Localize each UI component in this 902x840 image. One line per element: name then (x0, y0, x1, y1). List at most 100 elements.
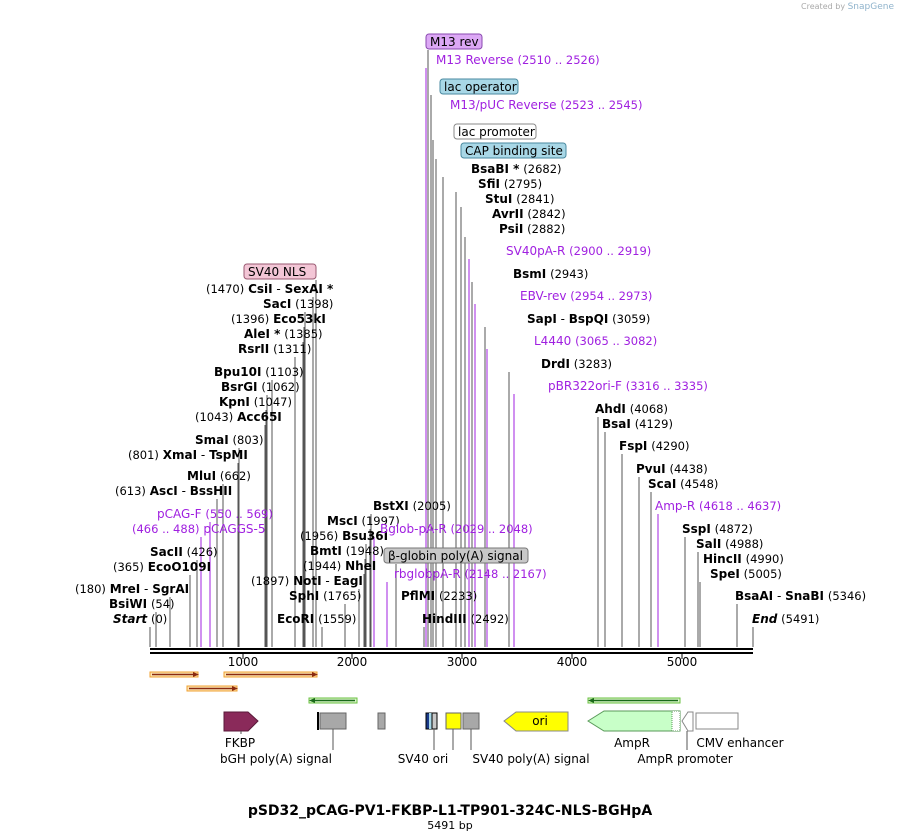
primer-arrow-1 (149, 671, 199, 678)
enzyme-site-label: SphI (1765) (289, 589, 361, 603)
enzyme-site-label: HindIII (2492) (422, 612, 509, 626)
enzyme-site-label: BsaI (4129) (602, 417, 673, 431)
enzyme-site-label: BsaAI - SnaBI (5346) (735, 589, 866, 603)
primer-arrow-2 (186, 685, 238, 692)
enzyme-site-label: BsmI (2943) (513, 267, 588, 281)
enzyme-site-label: AhdI (4068) (595, 402, 668, 416)
bgh-polya-feature (319, 712, 347, 730)
primer-site-label: pCAG-F (550 .. 569) (157, 507, 273, 521)
enzyme-site-label: PvuI (4438) (636, 462, 708, 476)
enzyme-site-label: BsiWI (54) (109, 597, 175, 611)
enzyme-site-label: PflMI (2233) (401, 589, 477, 603)
primer-site-label: Bglob-pA-R (2029 .. 2048) (380, 522, 533, 536)
boxed-feature-label: lac promoter (458, 125, 535, 139)
axis-tick-label: 2000 (337, 655, 368, 669)
boxed-feature-label: SV40 NLS (248, 265, 306, 279)
enzyme-site-label: (180) MreI - SgrAI (75, 582, 189, 596)
primer-arrow-4 (308, 697, 358, 704)
axis-tick-label: 4000 (557, 655, 588, 669)
primer-site-label: pBR322ori-F (3316 .. 3335) (548, 379, 708, 393)
enzyme-site-label: (1396) Eco53kI (231, 312, 326, 326)
enzyme-site-label: BstXI (2005) (373, 499, 451, 513)
enzyme-site-label: BmtI (1948) (310, 544, 384, 558)
boxed-feature-label: β-globin poly(A) signal (388, 549, 523, 563)
enzyme-site-label: (1956) Bsu36I (300, 529, 388, 543)
primer-arrow-5 (587, 697, 681, 704)
primer-site-label: EBV-rev (2954 .. 2973) (520, 289, 652, 303)
snapgene-logo: SnapGene (847, 2, 894, 12)
boxed-feature-label: lac operator (444, 80, 517, 94)
primer-arrows (149, 671, 681, 704)
small-gray-feature (377, 712, 386, 730)
boxed-label-bg (383, 547, 529, 564)
boxed-label-bg (439, 78, 519, 95)
snapgene-credit: Created by SnapGene (801, 2, 894, 12)
feature-boxed-labels: SV40 NLS M13 rev lac operator lac promoterC… (243, 33, 567, 564)
enzyme-site-label: (365) EcoO109I (113, 560, 211, 574)
enzyme-site-label: HincII (4990) (703, 552, 784, 566)
enzyme-site-label: BsaBI * (2682) (471, 162, 562, 176)
feature-shapes: FKBP bGH poly(A) signal SV40 ori SV40 poly(… (220, 710, 784, 766)
ampr-promoter-feature (681, 711, 694, 732)
primer-site-label: (466 .. 488) pCAGGS-5 (132, 522, 266, 536)
feature-label: SV40 ori (398, 752, 449, 766)
feature-label: ori (532, 714, 548, 728)
fkbp-feature (223, 711, 259, 732)
primer-site-label: M13/pUC Reverse (2523 .. 2545) (450, 98, 642, 112)
enzyme-site-label: DrdI (3283) (541, 357, 612, 371)
cmv-enhancer-feature (695, 712, 739, 730)
enzyme-site-label: (1944) NheI (303, 559, 376, 573)
boxed-label-bg (243, 263, 317, 280)
primer-site-label: rbglobpA-R (2148 .. 2167) (394, 567, 547, 581)
boxed-label-bg (453, 123, 537, 140)
enzyme-site-label: SalI (4988) (696, 537, 763, 551)
enzyme-site-label: SfiI (2795) (478, 177, 542, 191)
enzyme-site-label: SpeI (5005) (710, 567, 782, 581)
enzyme-site-label: FspI (4290) (619, 439, 689, 453)
primer-site-label: M13 Reverse (2510 .. 2526) (436, 53, 600, 67)
enzyme-site-label: AleI * (1385) (244, 327, 323, 341)
feature-label: AmpR (614, 736, 650, 750)
enzyme-site-label: (1897) NotI - EagI (251, 574, 363, 588)
enzyme-site-label: Start (0) (113, 612, 167, 626)
primer-arrow-3 (223, 671, 318, 678)
plasmid-length: 5491 bp (427, 819, 472, 832)
enzyme-site-label: StuI (2841) (485, 192, 554, 206)
enzyme-site-label: Bpu10I (1103) (214, 365, 304, 379)
enzyme-site-label: KpnI (1047) (219, 395, 292, 409)
enzyme-site-label: (1470) CsiI - SexAI * (206, 282, 334, 296)
ori-feature (503, 711, 569, 732)
enzyme-site-label: BsrGI (1062) (221, 380, 300, 394)
primer-site-label: Amp-R (4618 .. 4637) (655, 499, 781, 513)
enzyme-site-label: SacII (426) (150, 545, 218, 559)
feature-label: bGH poly(A) signal (220, 752, 332, 766)
boxed-feature-label: CAP binding site (465, 144, 563, 158)
enzyme-site-label: ScaI (4548) (648, 477, 718, 491)
feature-label: FKBP (225, 736, 255, 750)
enzyme-site-label: SapI - BspQI (3059) (527, 312, 650, 326)
enzyme-site-label: EcoRI (1559) (277, 612, 356, 626)
enzyme-site-label: SmaI (803) (195, 433, 263, 447)
feature-label: AmpR promoter (637, 752, 732, 766)
axis-tick-label: 5000 (667, 655, 698, 669)
label-leader-lines (149, 50, 754, 647)
enzyme-site-label: PsiI (2882) (499, 222, 565, 236)
boxed-feature-label: M13 rev (430, 35, 479, 49)
enzyme-site-label: End (5491) (752, 612, 819, 626)
enzyme-site-label: (613) AscI - BssHII (115, 484, 232, 498)
site-labels: Start (0)BsiWI (54)(180) MreI - SgrAI (36… (75, 53, 866, 626)
enzyme-site-label: SspI (4872) (682, 522, 753, 536)
feature-label: SV40 poly(A) signal (472, 752, 589, 766)
enzyme-site-label: MluI (662) (187, 469, 251, 483)
boxed-label-bg (425, 33, 483, 50)
enzyme-site-label: SacI (1398) (263, 297, 333, 311)
enzyme-site-label: (801) XmaI - TspMI (128, 448, 248, 462)
axis-tick-label: 3000 (447, 655, 478, 669)
sv40-ori-feature (431, 712, 438, 730)
plasmid-title: pSD32_pCAG-PV1-FKBP-L1-TP901-324C-NLS-BG… (248, 803, 653, 819)
primer-site-label: L4440 (3065 .. 3082) (534, 334, 657, 348)
sv40-polya-feature (462, 712, 480, 730)
boxed-label-bg (460, 142, 567, 159)
